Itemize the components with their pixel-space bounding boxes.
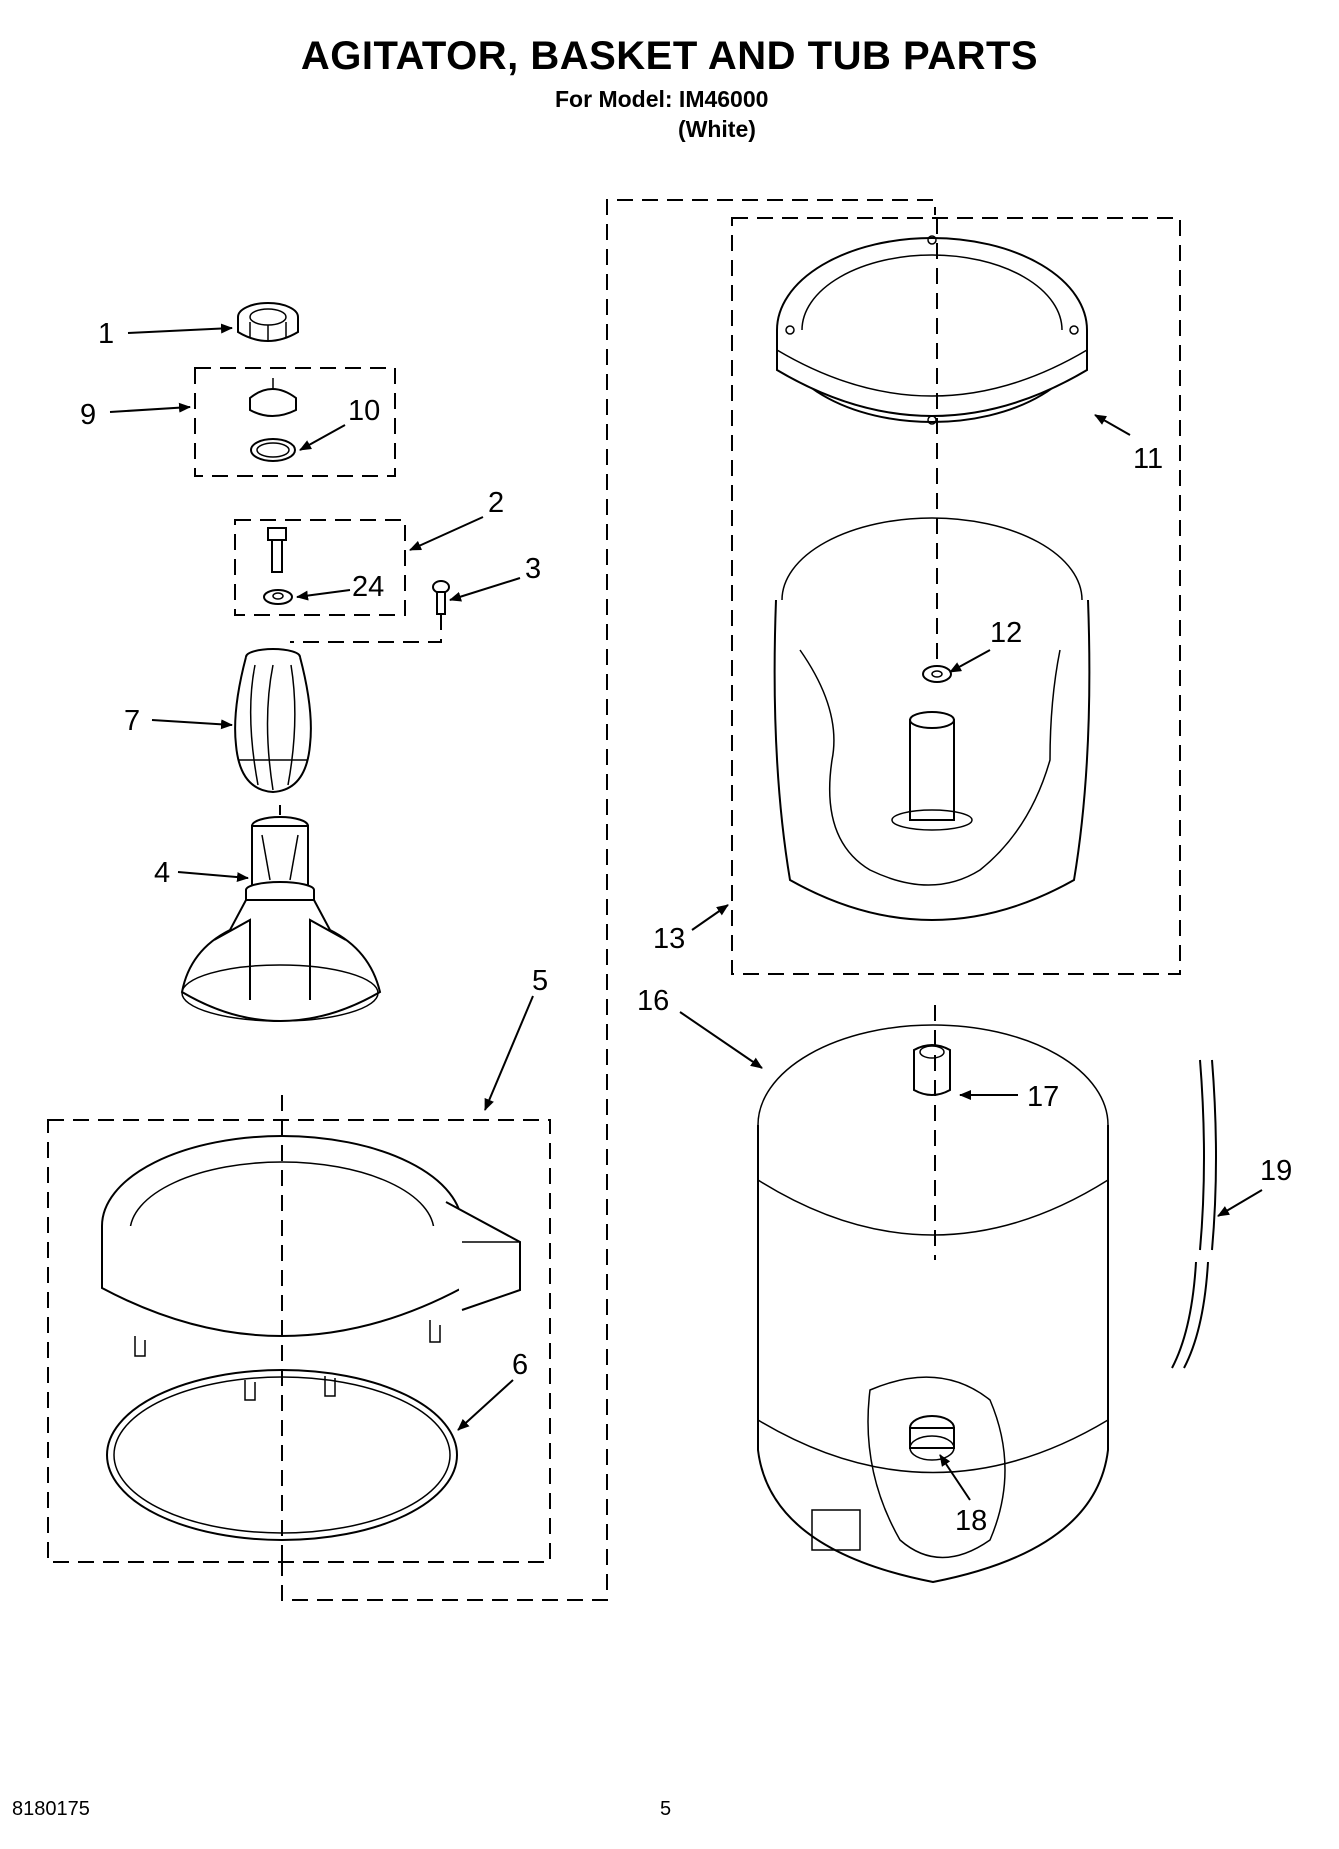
part-1-agitator-cap[interactable]	[237, 302, 299, 342]
callout-4: 4	[154, 857, 170, 889]
callout-2: 2	[488, 487, 504, 519]
part-13-kit-box	[731, 217, 1181, 975]
leader-4	[177, 871, 249, 883]
callout-7: 7	[124, 705, 140, 737]
part-12-hub-nut[interactable]	[922, 665, 952, 683]
leader-16	[679, 1011, 763, 1069]
leader-7	[151, 719, 233, 730]
part-5-kit-box	[47, 1119, 551, 1563]
callout-1: 1	[98, 318, 114, 350]
leader-24	[296, 589, 351, 601]
part-3-screw[interactable]	[432, 580, 450, 615]
leader-13	[691, 904, 729, 931]
part-10-seal-ring[interactable]	[250, 438, 296, 462]
part-19-hose[interactable]	[1171, 1059, 1217, 1369]
part-5-basket-ring[interactable]	[101, 1135, 521, 1401]
document-number: 8180175	[12, 1798, 90, 1820]
part-16-outer-tub[interactable]	[757, 1024, 1109, 1584]
part-13-wash-basket[interactable]	[773, 517, 1091, 921]
leader-6	[457, 1379, 514, 1431]
page-title: AGITATOR, BASKET AND TUB PARTS	[300, 34, 1039, 78]
callout-9: 9	[80, 399, 96, 431]
callout-3: 3	[525, 553, 541, 585]
callout-19: 19	[1260, 1155, 1292, 1187]
leader-3	[449, 577, 521, 602]
part-2-bolt[interactable]	[263, 527, 293, 605]
callout-24: 24	[352, 571, 384, 603]
leader-2	[409, 516, 484, 551]
leader-10	[299, 424, 346, 451]
leader-19	[1217, 1189, 1263, 1217]
leader-1	[127, 323, 233, 334]
guide-line-3	[290, 614, 442, 643]
callout-13: 13	[653, 923, 685, 955]
part-7-agitator-barrel[interactable]	[234, 648, 312, 794]
part-18-tub-drain-seal[interactable]	[909, 1415, 955, 1461]
part-9-kit-box	[194, 367, 396, 477]
part-2-kit-box	[234, 519, 406, 616]
callout-17: 17	[1027, 1081, 1059, 1113]
model-number: For Model: IM46000	[555, 86, 769, 112]
assembly-connector-line	[281, 199, 936, 1601]
part-17-tub-bushing[interactable]	[913, 1044, 951, 1096]
part-9-cap-insert[interactable]	[249, 378, 297, 417]
callout-10: 10	[348, 395, 380, 427]
page-number: 5	[660, 1798, 672, 1820]
part-4-agitator-base[interactable]	[180, 816, 382, 1022]
leader-11	[1094, 414, 1131, 436]
leader-12	[949, 649, 991, 673]
part-11-balance-ring[interactable]	[776, 235, 1088, 425]
leader-18	[939, 1454, 971, 1501]
callout-16: 16	[637, 985, 669, 1017]
leader-5	[484, 995, 534, 1111]
model-color: (White)	[678, 116, 756, 142]
callout-18: 18	[955, 1505, 987, 1537]
callout-6: 6	[512, 1349, 528, 1381]
callout-12: 12	[990, 617, 1022, 649]
leader-9	[109, 402, 191, 413]
callout-5: 5	[532, 965, 548, 997]
callout-11: 11	[1133, 443, 1163, 475]
